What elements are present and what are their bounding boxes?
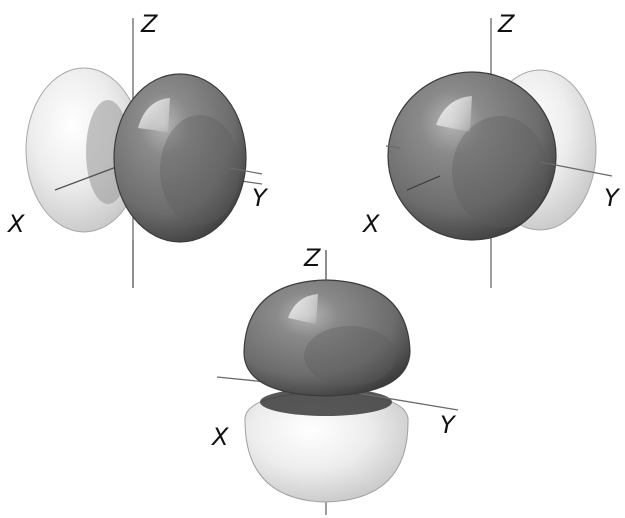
z-label: Z bbox=[497, 10, 515, 38]
z-label: Z bbox=[140, 10, 158, 38]
y-axis-line bbox=[539, 161, 613, 177]
panel-pz: Z Y X bbox=[210, 244, 459, 515]
y-axis-front bbox=[229, 167, 263, 175]
y-label: Y bbox=[252, 184, 269, 212]
x-axis-line bbox=[406, 175, 441, 191]
panel-px: Z Y X bbox=[6, 10, 269, 288]
y-axis-back bbox=[385, 145, 401, 149]
x-label: X bbox=[210, 423, 229, 451]
specular-highlight bbox=[138, 98, 170, 132]
light-lobe-rim bbox=[260, 388, 392, 416]
dark-lobe bbox=[387, 71, 557, 241]
x-label: X bbox=[361, 210, 380, 238]
dark-lobe-shade bbox=[452, 116, 548, 228]
specular-highlight bbox=[436, 96, 472, 132]
dark-lobe-shade bbox=[304, 326, 396, 386]
panel-py: Z Y X bbox=[361, 10, 621, 288]
dark-lobe-shade bbox=[160, 115, 240, 225]
y-label: Y bbox=[440, 411, 457, 439]
specular-highlight bbox=[288, 294, 318, 324]
dark-lobe bbox=[243, 279, 411, 397]
y-label: Y bbox=[604, 184, 621, 212]
x-label: X bbox=[6, 210, 25, 238]
z-label: Z bbox=[303, 244, 321, 272]
